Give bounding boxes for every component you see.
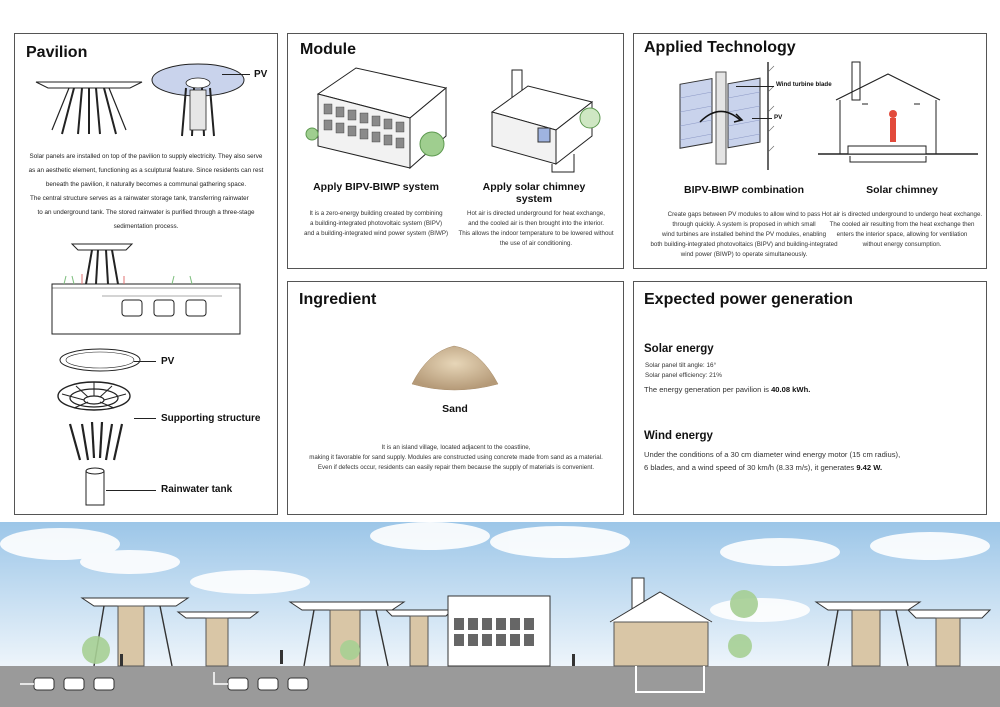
bipv-description: It is a zero-energy building created by … bbox=[303, 210, 449, 237]
sand-pile-image bbox=[411, 345, 499, 391]
section-pavilion-5 bbox=[814, 601, 922, 667]
supporting-structure-icon bbox=[57, 381, 131, 411]
pv-leader-line bbox=[222, 74, 250, 75]
rainwater-tank-icon bbox=[85, 467, 105, 506]
pv-tech-leader bbox=[752, 118, 772, 119]
module-title: Module bbox=[300, 41, 356, 58]
section-solar-chimney-building bbox=[609, 577, 713, 693]
ingredient-title: Ingredient bbox=[299, 291, 377, 308]
section-pavilion-4 bbox=[384, 609, 454, 667]
wind-conditions-text: Under the conditions of a 30 cm diameter… bbox=[644, 450, 901, 459]
solar-energy-heading: Solar energy bbox=[644, 343, 714, 355]
solar-chimney-building-drawing bbox=[490, 69, 601, 173]
power-generation-title: Expected power generation bbox=[644, 291, 853, 308]
section-pavilion-3 bbox=[288, 601, 406, 667]
wind-turbine-label: Wind turbine blade bbox=[776, 81, 832, 88]
solar-generation-value: 40.08 kWh. bbox=[771, 385, 811, 394]
solar-generation-text: The energy generation per pavilion is 40… bbox=[644, 385, 811, 394]
bipv-biwp-combination-drawing bbox=[679, 62, 775, 170]
pavilion-title: Pavilion bbox=[26, 44, 88, 61]
sand-label: Sand bbox=[442, 403, 468, 415]
solar-chimney-section-drawing bbox=[818, 61, 978, 163]
pv-label: PV bbox=[254, 69, 268, 80]
tank-leader bbox=[106, 490, 156, 491]
solar-tilt-text: Solar panel tilt angle: 16° bbox=[645, 362, 717, 369]
exploded-pv-label: PV bbox=[161, 356, 175, 367]
pavilion-panel bbox=[14, 33, 278, 515]
applied-technology-panel bbox=[633, 33, 987, 269]
village-section-illustration bbox=[0, 522, 1000, 707]
ingredient-description: It is an island village, located adjacen… bbox=[309, 444, 603, 471]
bipv-biwp-subtitle: BIPV-BIWP combination bbox=[684, 184, 804, 196]
power-generation-panel bbox=[633, 281, 987, 515]
section-bipv-building bbox=[447, 595, 551, 667]
supporting-structure-label: Supporting structure bbox=[161, 413, 261, 424]
bipv-building-drawing bbox=[305, 67, 448, 170]
pavilion-description: Solar panels are installed on top of the… bbox=[28, 153, 264, 230]
wind-generation-value: 9.42 W. bbox=[856, 463, 883, 472]
exploded-pv-disc bbox=[59, 348, 141, 372]
section-pavilion-6 bbox=[906, 609, 992, 667]
wind-energy-heading: Wind energy bbox=[644, 430, 713, 442]
solar-efficiency-text: Solar panel efficiency: 21% bbox=[645, 372, 722, 379]
pavilion-elevation-drawing bbox=[35, 81, 143, 135]
ingredient-panel bbox=[287, 281, 624, 515]
section-pavilion-2 bbox=[176, 611, 260, 667]
bipv-biwp-description: Create gaps between PV modules to allow … bbox=[650, 211, 838, 258]
pavilion-section-drawing bbox=[51, 243, 241, 335]
exploded-pv-leader bbox=[134, 361, 156, 362]
solar-chimney-tech-description: Hot air is directed underground to under… bbox=[821, 211, 983, 248]
solar-chimney-subtitle: Apply solar chimney system bbox=[482, 181, 586, 205]
bipv-subtitle: Apply BIPV-BIWP system bbox=[313, 181, 439, 193]
wind-turbine-leader bbox=[736, 86, 774, 87]
solar-chimney-tech-subtitle: Solar chimney bbox=[866, 184, 938, 196]
support-leader bbox=[134, 418, 156, 419]
pavilion-pv-drawing bbox=[151, 63, 245, 137]
wind-generation-text: 6 blades, and a wind speed of 30 km/h (8… bbox=[644, 463, 883, 472]
pv-tech-label: PV bbox=[774, 114, 783, 121]
applied-technology-title: Applied Technology bbox=[644, 39, 796, 56]
support-columns-drawing bbox=[68, 421, 124, 461]
solar-chimney-description: Hot air is directed underground for heat… bbox=[458, 210, 614, 247]
rainwater-tank-label: Rainwater tank bbox=[161, 484, 233, 495]
